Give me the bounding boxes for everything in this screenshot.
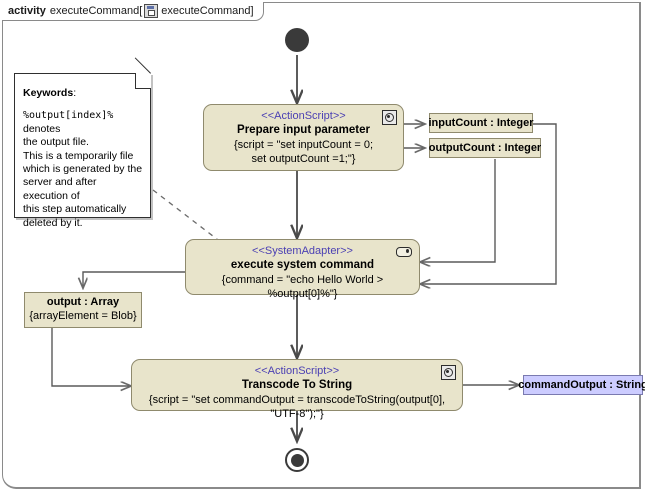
note-line-5: server and after execution of [23, 176, 97, 202]
output-array-constraint: {arrayElement = Blob} [29, 310, 137, 322]
action-script-icon [382, 110, 397, 125]
transcode-name: Transcode To String [241, 379, 353, 391]
note-line-4: which is generated by the [23, 163, 143, 176]
activity-final-node[interactable] [285, 448, 309, 472]
note-line-7: deleted by it. [23, 216, 83, 229]
note-line-2: the output file. [23, 136, 89, 149]
note-line-6: this step automatically [23, 203, 127, 216]
keywords-note: Keywords: %output[index]% denotes the ou… [14, 57, 151, 229]
prepare-body-line-2: set outputCount =1;"} [251, 153, 356, 165]
frame-name-prefix: executeCommand[ [49, 5, 143, 17]
prepare-body-line-1: {script = "set inputCount = 0; [233, 139, 374, 151]
activity-frame-header: activity executeCommand[ executeCommand … [2, 2, 264, 21]
object-node-output-array[interactable]: output : Array {arrayElement = Blob} [24, 292, 142, 328]
execute-name: execute system command [230, 259, 375, 271]
action-script-icon [441, 365, 456, 380]
pin-output-count[interactable]: outputCount : Integer [429, 138, 541, 158]
execute-stereotype: <<SystemAdapter>> [252, 245, 353, 257]
transcode-body-line-1: {script = "set commandOutput = transcode… [148, 394, 446, 420]
note-line-1: %output[index]% denotes [23, 109, 143, 136]
action-prepare-input-parameter[interactable]: <<ActionScript>> Prepare input parameter… [203, 104, 404, 171]
frame-name-suffix: ] [250, 5, 254, 17]
action-execute-system-command[interactable]: <<SystemAdapter>> execute system command… [185, 239, 420, 300]
pin-command-output[interactable]: commandOutput : String [518, 375, 645, 395]
system-adapter-icon [396, 247, 412, 257]
prepare-stereotype: <<ActionScript>> [261, 110, 346, 122]
initial-node[interactable] [285, 28, 309, 52]
note-title: Keywords [23, 87, 74, 99]
note-fold-corner [135, 73, 151, 89]
note-line-1-rest: denotes [23, 122, 61, 135]
activity-final-inner [290, 453, 304, 467]
action-transcode-to-string[interactable]: <<ActionScript>> Transcode To String {sc… [131, 359, 463, 420]
frame-inner-name: executeCommand [161, 5, 251, 17]
note-token: %output[index]% [23, 110, 114, 122]
note-line-3: This is a temporarily file [23, 149, 134, 162]
execute-body-line-1: {command = "echo Hello World > %output[0… [221, 274, 384, 300]
note-title-colon: : [73, 87, 77, 99]
prepare-name: Prepare input parameter [237, 124, 370, 136]
transcode-stereotype: <<ActionScript>> [254, 365, 340, 377]
frame-keyword: activity [8, 5, 46, 17]
activity-diagram-icon [144, 4, 159, 18]
pin-input-count[interactable]: inputCount : Integer [428, 113, 534, 133]
output-array-name: output : Array [46, 296, 120, 308]
